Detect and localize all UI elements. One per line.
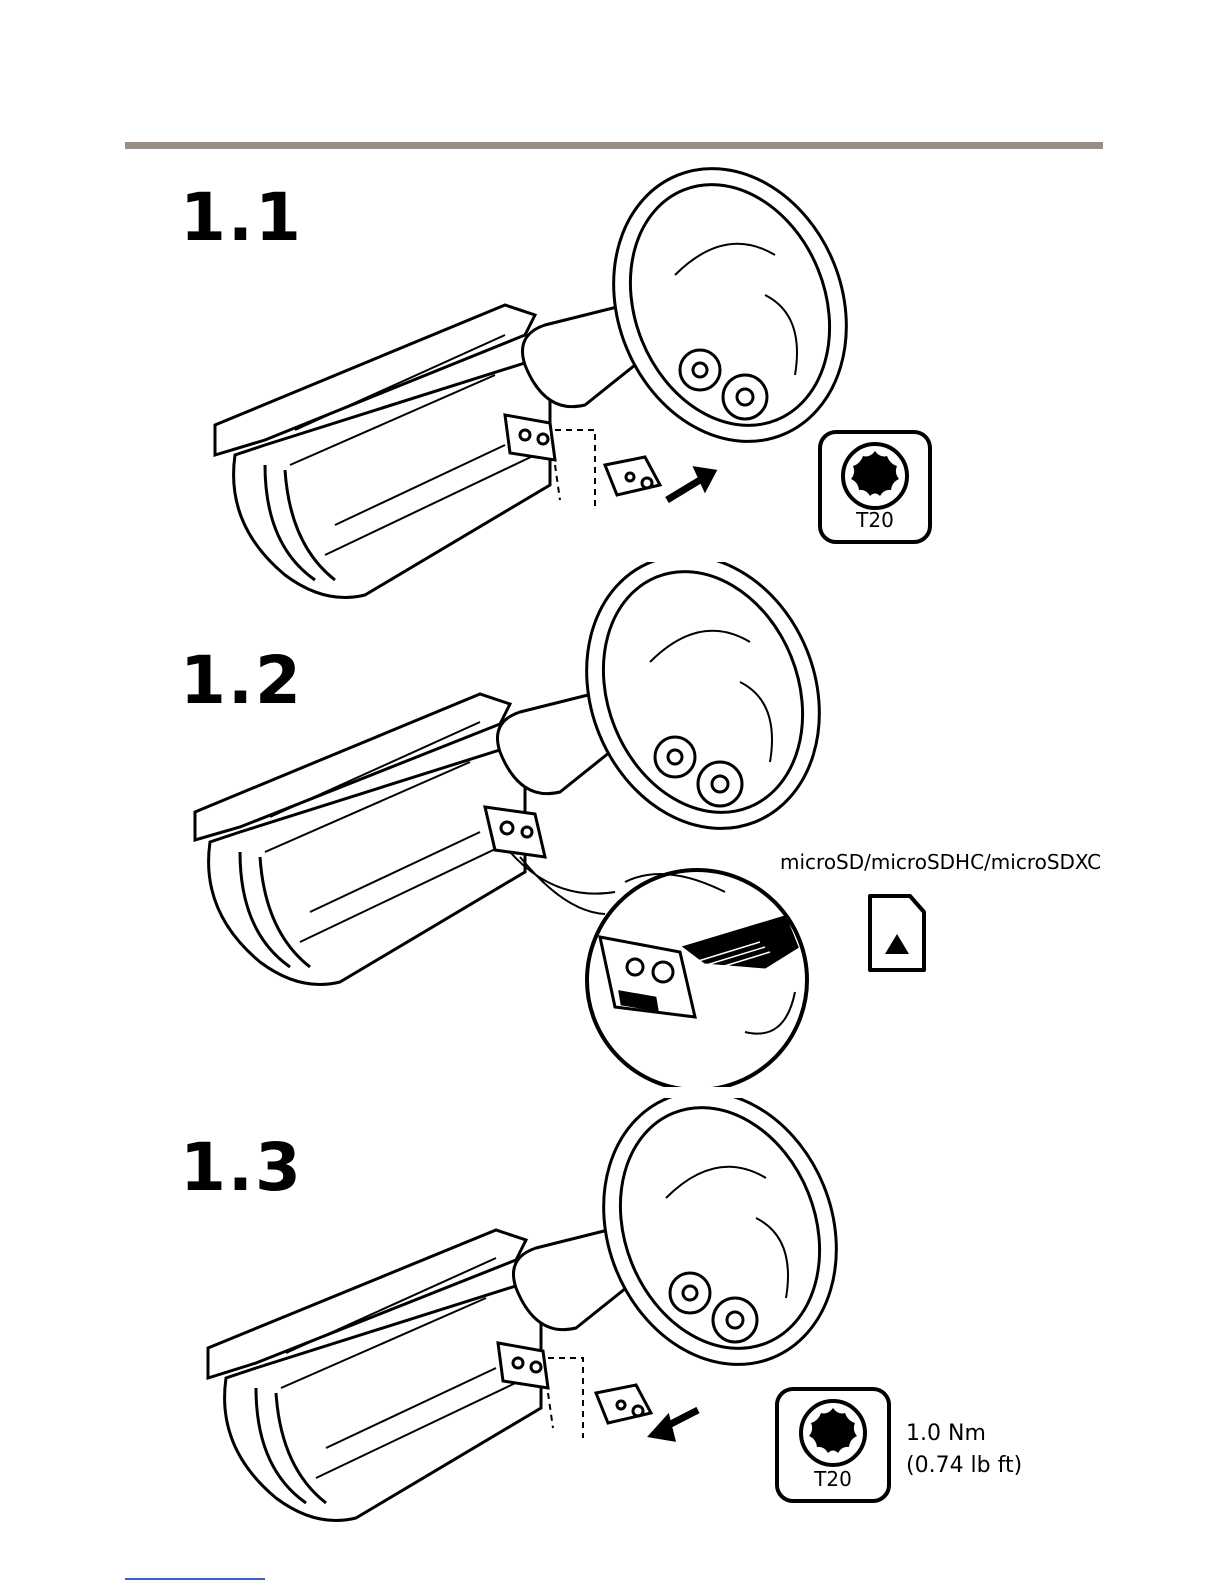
torque-metric: 1.0 Nm <box>906 1418 1022 1450</box>
camera-illustration-step-2 <box>185 562 825 1087</box>
tool-box-step-1: T20 <box>818 430 932 544</box>
camera-illustration-step-1 <box>205 165 855 605</box>
camera-illustration-step-3 <box>198 1098 846 1538</box>
torque-spec: 1.0 Nm (0.74 lb ft) <box>906 1418 1022 1482</box>
sd-card-icon <box>866 892 928 974</box>
tool-box-step-3: T20 <box>775 1387 891 1503</box>
torque-imperial: (0.74 lb ft) <box>906 1450 1022 1482</box>
header-rule <box>125 142 1103 149</box>
tool-label: T20 <box>779 1467 887 1491</box>
tool-label: T20 <box>822 508 928 532</box>
footer-link-underline[interactable] <box>125 1578 265 1580</box>
card-type-label: microSD/microSDHC/microSDXC <box>780 850 1101 874</box>
